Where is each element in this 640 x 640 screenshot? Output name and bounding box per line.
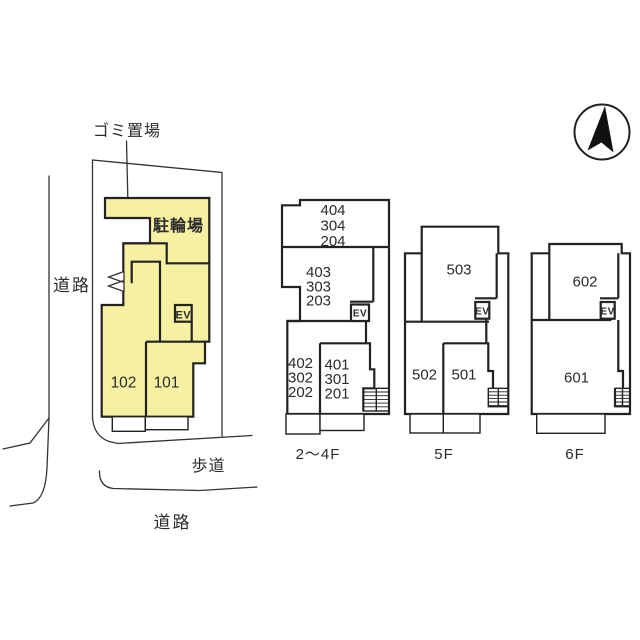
room-label-501: 501 [451, 367, 476, 384]
north-arrow-icon [587, 106, 614, 153]
road-label-left: 道路 [53, 276, 91, 295]
room-label-401: 401 [324, 357, 349, 374]
elevator-box-6f [599, 300, 616, 320]
outline-6f [530, 242, 632, 416]
room-label-502: 502 [412, 367, 437, 384]
room-101-wall [144, 340, 206, 417]
room-label-403: 403 [306, 264, 331, 281]
floor-label-5f: 5F [434, 446, 454, 463]
room-label-204: 204 [320, 233, 345, 250]
bicycle-area-wall [123, 242, 210, 265]
balcony-5f [409, 413, 481, 434]
elevator-label-6f: EV [601, 307, 615, 318]
room-label-102: 102 [111, 375, 137, 392]
building-footprint [100, 196, 211, 418]
sidewalk-label: 歩道 [191, 457, 225, 475]
elevator-label-2-4f: EV [353, 309, 367, 320]
room-label-201: 201 [324, 386, 349, 403]
floor-plan-2-4f: 404 304 204 403 303 203 402 302 202 401 … [280, 198, 391, 463]
floor-plan-6f: 602 601 EV 6F [530, 242, 632, 463]
room-label-303: 303 [306, 278, 331, 295]
room-label-601: 601 [564, 370, 589, 387]
walls-5f [405, 253, 498, 414]
room-label-402: 402 [288, 355, 313, 372]
bicycle-parking-label: 駐輪場 [153, 216, 204, 235]
elevator-label-site: EV [175, 310, 191, 322]
garbage-callout-line [125, 140, 129, 208]
floor-label-2-4f: 2〜4F [296, 446, 341, 463]
room-label-301: 301 [324, 371, 349, 388]
porch-101 [144, 416, 189, 431]
room-label-404: 404 [320, 202, 345, 219]
compass [573, 103, 631, 161]
walls-2-4f [282, 245, 389, 414]
floor-plan-5f: 503 502 501 EV 5F [403, 225, 510, 463]
room-label-302: 302 [288, 370, 313, 387]
site-plan: ゴミ置場 駐輪場 道路 歩道 道路 102 101 EV [2, 121, 258, 532]
porch-102 [111, 416, 147, 433]
balcony-6f [536, 413, 606, 434]
elevator-label-5f: EV [475, 307, 489, 318]
balcony-2-4f-right [319, 413, 365, 432]
outline-5f [403, 225, 510, 416]
site-boundary-left-and-sidewalk [91, 159, 253, 445]
room-label-101: 101 [154, 375, 180, 392]
floor-label-6f: 6F [565, 446, 585, 463]
elevator-box-5f [474, 300, 491, 320]
compass-circle [573, 103, 631, 161]
sidewalk-road-line [98, 470, 258, 492]
entrance-wall [130, 260, 162, 342]
site-boundary-top-right [91, 159, 223, 437]
elevator-box-site [173, 303, 193, 323]
balcony-2-4f-left [285, 413, 321, 435]
room-label-304: 304 [320, 218, 345, 235]
road-corner-lower [9, 417, 50, 507]
room-label-503: 503 [446, 262, 471, 279]
door-swing-symbol [106, 270, 125, 293]
room-label-202: 202 [288, 384, 313, 401]
elevator-box-2-4f [349, 303, 371, 323]
garbage-area-label: ゴミ置場 [93, 121, 161, 140]
road-corner-upper [2, 417, 50, 450]
room-label-203: 203 [306, 293, 331, 310]
road-label-bottom: 道路 [154, 513, 192, 532]
room-label-602: 602 [572, 274, 597, 291]
